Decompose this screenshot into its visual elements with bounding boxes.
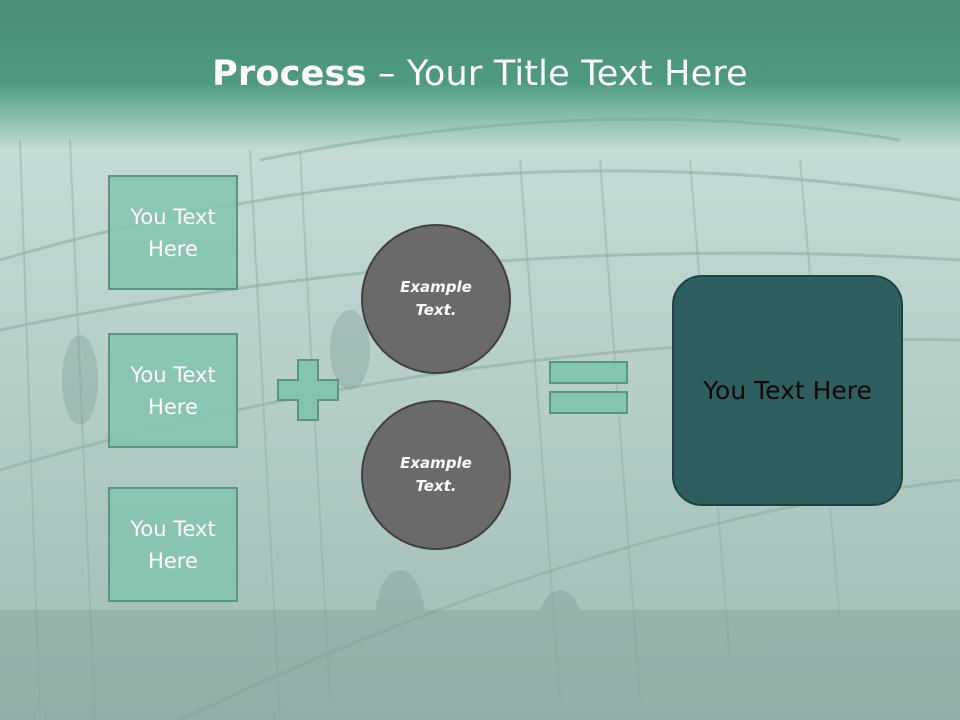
example-circle-2[interactable]: Example Text. <box>361 400 511 550</box>
title-bold: Process <box>212 54 367 94</box>
equals-icon <box>549 361 628 414</box>
example-circle-1[interactable]: Example Text. <box>361 224 511 374</box>
input-box-1[interactable]: You Text Here <box>108 175 238 290</box>
slide-title: Process – Your Title Text Here <box>0 52 960 96</box>
circle-label: Example Text. <box>400 454 472 495</box>
result-box[interactable]: You Text Here <box>672 275 903 506</box>
plus-icon <box>277 359 339 421</box>
result-label: You Text Here <box>703 376 872 405</box>
input-box-label: You Text Here <box>130 362 216 419</box>
circle-label: Example Text. <box>400 278 472 319</box>
input-box-2[interactable]: You Text Here <box>108 333 238 448</box>
title-banner <box>0 0 960 150</box>
title-rest: – Your Title Text Here <box>366 54 748 94</box>
input-box-label: You Text Here <box>130 516 216 573</box>
input-box-label: You Text Here <box>130 204 216 261</box>
input-box-3[interactable]: You Text Here <box>108 487 238 602</box>
